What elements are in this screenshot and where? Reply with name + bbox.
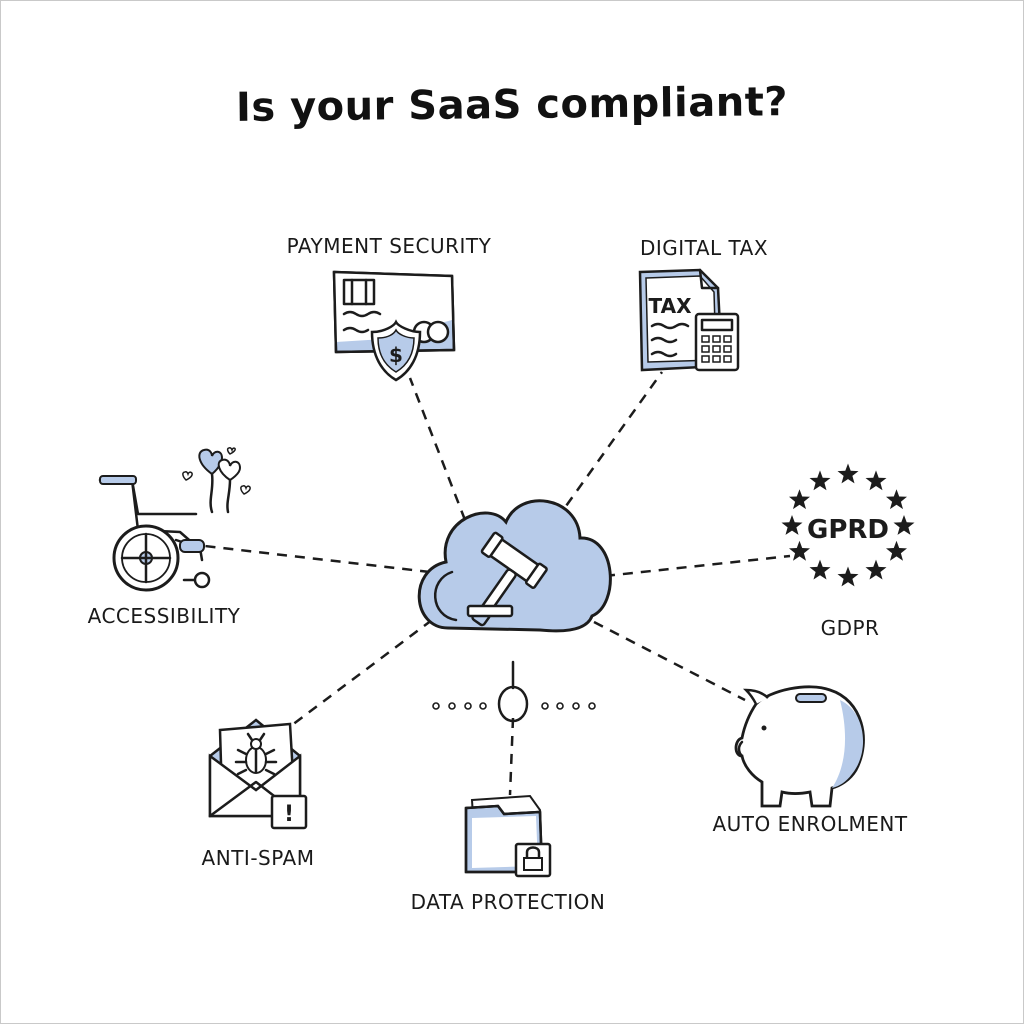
star-icon	[781, 515, 803, 535]
gdpr-badge: GPRD	[807, 515, 889, 545]
connector-payment-security	[408, 377, 467, 521]
star-icon	[837, 463, 859, 484]
label-auto-enrolment: AUTO ENROLMENT	[712, 812, 908, 836]
star-icon	[865, 559, 887, 580]
star-icon	[809, 559, 831, 580]
tax-document-calculator-icon: TAX	[638, 268, 740, 372]
star-icon	[837, 566, 859, 587]
wheelchair-balloons-icon	[98, 447, 251, 592]
star-icon	[789, 489, 810, 510]
label-digital-tax: DIGITAL TAX	[639, 236, 769, 260]
connector-anti-spam	[291, 619, 433, 726]
eu-stars-icon	[781, 463, 915, 587]
star-icon	[809, 470, 831, 491]
connector-digital-tax	[554, 371, 664, 521]
envelope-bug-icon: !	[208, 718, 308, 830]
star-icon	[886, 540, 907, 561]
label-gdpr: GDPR	[820, 616, 880, 640]
label-payment-security: PAYMENT SECURITY	[286, 234, 492, 258]
cloud-gavel-icon	[417, 499, 612, 633]
folder-lock-icon	[432, 660, 596, 878]
warning-badge: !	[284, 802, 294, 827]
connectors	[204, 371, 791, 796]
connector-auto-enrolment	[593, 620, 746, 702]
tax-badge: TAX	[649, 294, 693, 318]
label-accessibility: ACCESSIBILITY	[87, 604, 241, 628]
label-anti-spam: ANTI-SPAM	[201, 846, 315, 870]
piggy-bank-icon	[734, 685, 865, 808]
connector-gdpr	[604, 554, 791, 578]
star-icon	[865, 470, 887, 491]
star-icon	[789, 540, 810, 561]
star-icon	[893, 515, 915, 535]
svg-text:$: $	[389, 343, 403, 367]
label-data-protection: DATA PROTECTION	[410, 890, 606, 914]
connector-data-protection	[508, 717, 515, 796]
credit-card-shield-icon: $	[332, 270, 456, 382]
connector-accessibility	[204, 544, 431, 574]
star-icon	[886, 489, 907, 510]
